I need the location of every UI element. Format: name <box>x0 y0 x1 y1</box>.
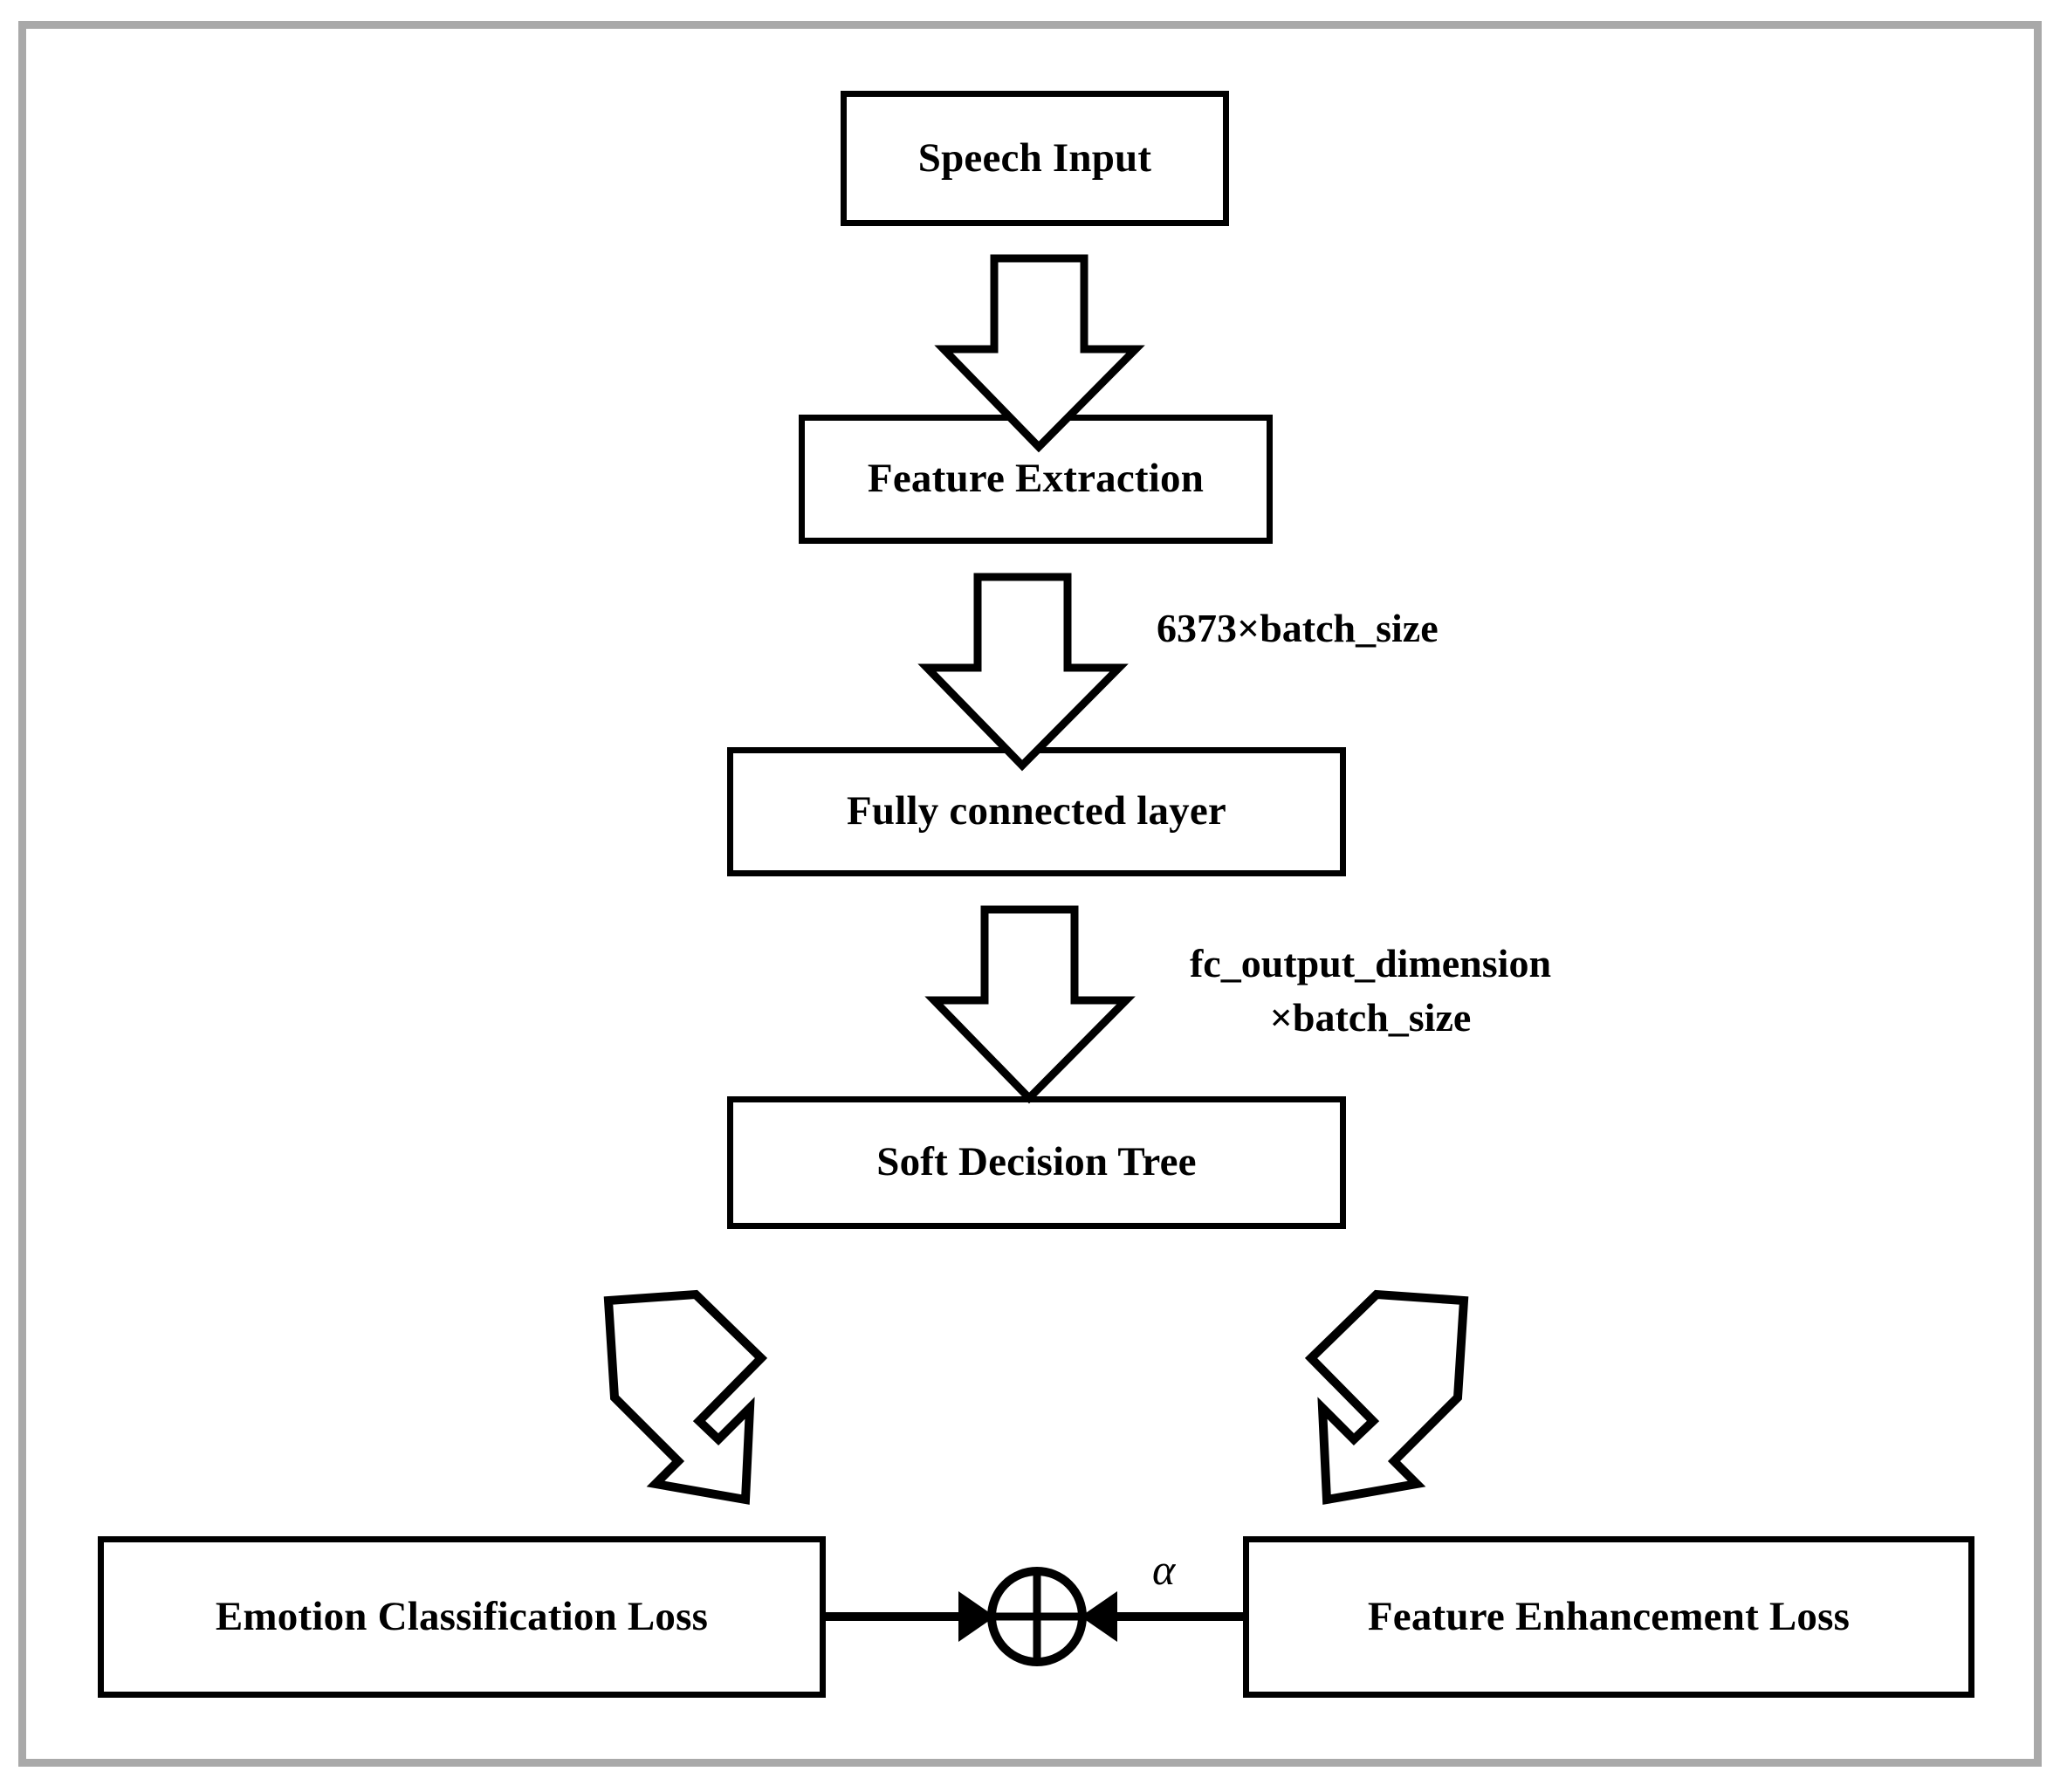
node-label: Soft Decision Tree <box>876 1139 1197 1185</box>
node-fully-connected-layer[interactable]: Fully connected layer <box>727 747 1346 876</box>
node-label: Feature Enhancement Loss <box>1367 1593 1851 1639</box>
node-feature-enhancement-loss[interactable]: Feature Enhancement Loss <box>1243 1536 1974 1698</box>
node-feature-extraction[interactable]: Feature Extraction <box>799 415 1273 544</box>
node-label: Emotion Classification Loss <box>215 1593 709 1639</box>
edge-label-feature-dimension: 6373×batch_size <box>1157 606 1439 650</box>
edge-label-fc-output-dimension: fc_output_dimension ×batch_size <box>1189 941 1552 1040</box>
node-speech-input[interactable]: Speech Input <box>841 91 1229 226</box>
diagram-frame-border <box>18 21 2042 1767</box>
alpha-weight-label: α <box>1152 1545 1176 1594</box>
node-emotion-classification-loss[interactable]: Emotion Classification Loss <box>98 1536 826 1698</box>
node-label: Speech Input <box>917 134 1152 181</box>
node-soft-decision-tree[interactable]: Soft Decision Tree <box>727 1096 1346 1229</box>
node-label: Fully connected layer <box>847 788 1226 834</box>
node-label: Feature Extraction <box>867 456 1205 502</box>
